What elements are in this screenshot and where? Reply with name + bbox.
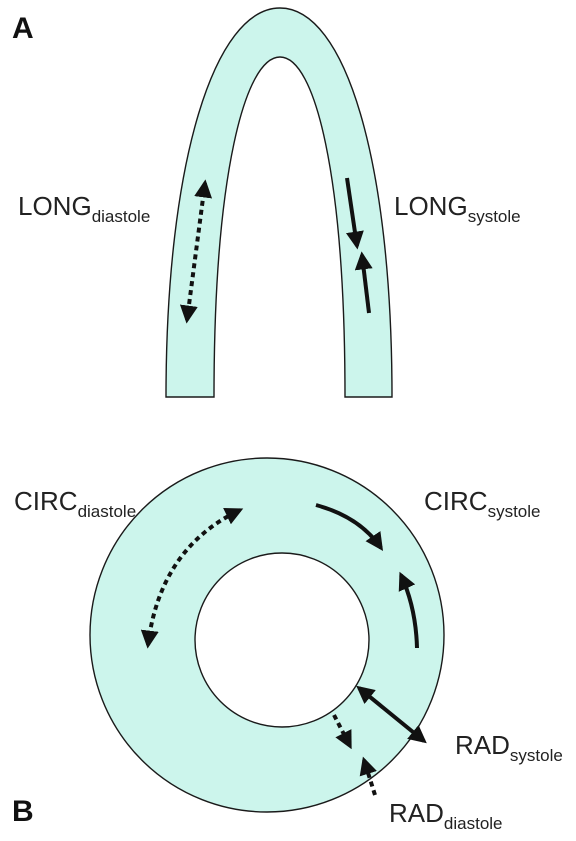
rad-systole-main: RAD — [455, 730, 510, 760]
long-diastole-main: LONG — [18, 191, 92, 221]
rad-diastole-label: RADdiastole — [389, 800, 503, 832]
lv-long-axis-wall — [166, 8, 392, 397]
long-diastole-sub: diastole — [92, 207, 151, 226]
circ-systole-label: CIRCsystole — [424, 488, 540, 520]
long-systole-label: LONGsystole — [394, 193, 521, 225]
rad-diastole-sub: diastole — [444, 814, 503, 833]
lv-short-axis-ring — [90, 458, 444, 812]
circ-systole-main: CIRC — [424, 486, 488, 516]
rad-systole-sub: systole — [510, 746, 563, 765]
rad-diastole-main: RAD — [389, 798, 444, 828]
circ-diastole-sub: diastole — [78, 502, 137, 521]
circ-diastole-label: CIRCdiastole — [14, 488, 136, 520]
panel-label-b: B — [12, 795, 34, 829]
panel-label-a: A — [12, 12, 34, 46]
circ-systole-sub: systole — [488, 502, 541, 521]
long-systole-sub: systole — [468, 207, 521, 226]
long-systole-main: LONG — [394, 191, 468, 221]
rad-systole-label: RADsystole — [455, 732, 563, 764]
long-diastole-label: LONGdiastole — [18, 193, 150, 225]
circ-diastole-main: CIRC — [14, 486, 78, 516]
